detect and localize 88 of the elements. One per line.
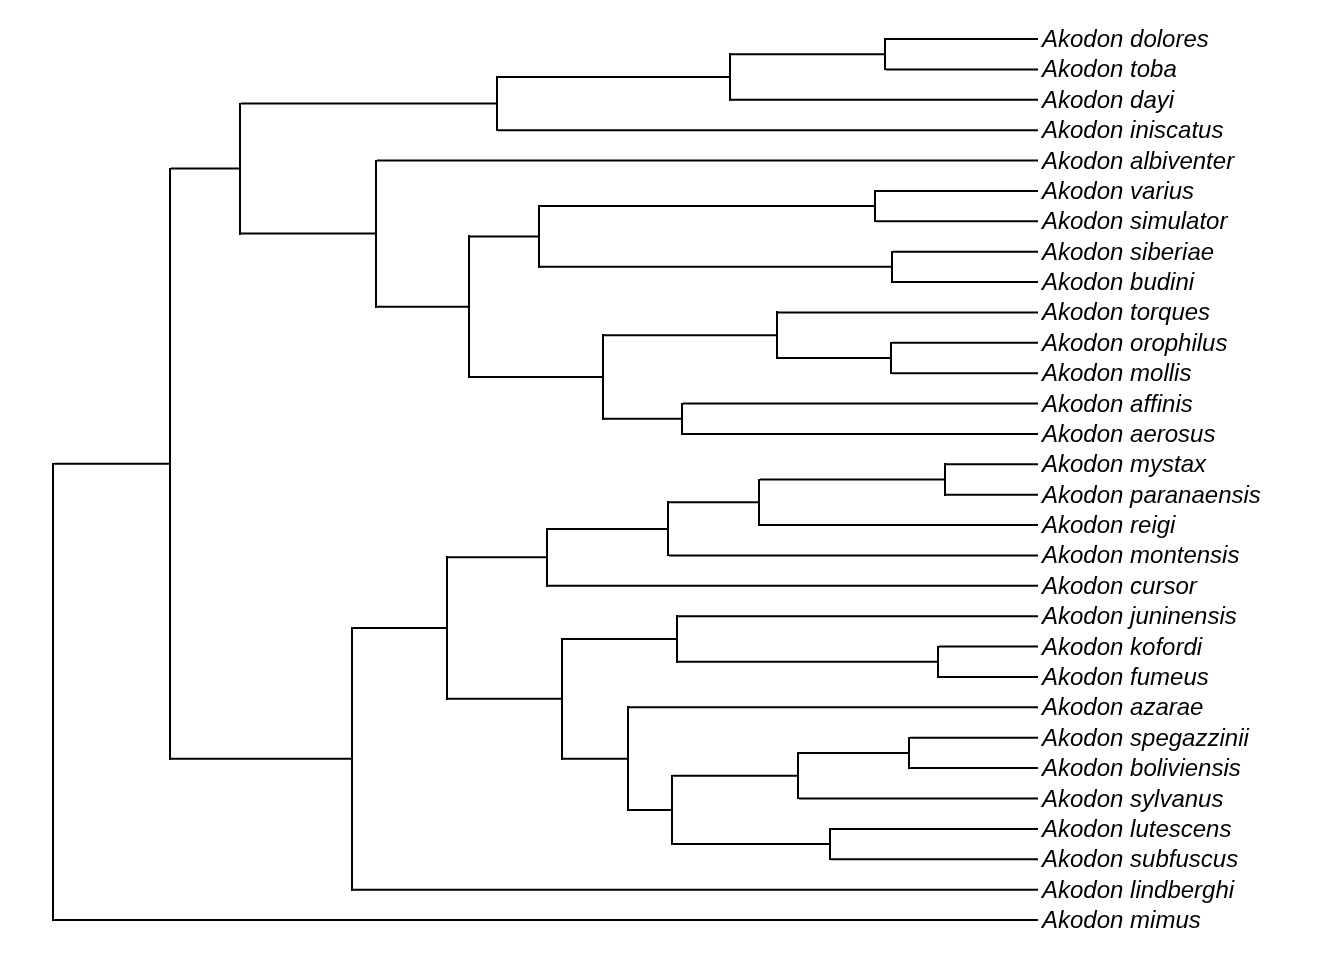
species-label: Akodon montensis: [1038, 541, 1240, 570]
branch-line: [539, 265, 892, 268]
species-label: Akodon affinis: [1038, 389, 1193, 418]
branch-line: [672, 843, 830, 846]
branch-line: [875, 220, 1039, 223]
species-label: Akodon lindberghi: [1038, 875, 1235, 904]
branch-line: [938, 645, 1039, 648]
branch-line: [562, 757, 628, 760]
species-label: Akodon fumeus: [1038, 662, 1209, 691]
species-label: Akodon sylvanus: [1038, 784, 1224, 813]
branch-line: [547, 584, 1039, 587]
species-label: Akodon simulator: [1038, 207, 1228, 236]
species-label: Akodon toba: [1038, 55, 1177, 84]
branch-line: [830, 858, 1039, 861]
branch-line: [672, 774, 798, 777]
branch-line: [53, 462, 170, 465]
branch-line: [240, 232, 376, 235]
branch-line: [539, 205, 875, 208]
branch-line: [945, 463, 1039, 466]
branch-line: [603, 417, 682, 420]
species-label: Akodon budini: [1038, 268, 1195, 297]
branch-line: [798, 797, 1039, 800]
branch-line: [53, 919, 1039, 921]
branch-line: [376, 305, 469, 308]
species-label: Akodon mimus: [1038, 906, 1201, 934]
species-label: Akodon torques: [1038, 298, 1211, 327]
branch-line: [469, 376, 603, 378]
species-label: Akodon kofordi: [1038, 632, 1203, 661]
branch-line: [682, 432, 1039, 435]
branch-line: [562, 638, 677, 640]
species-label: Akodon siberiae: [1038, 237, 1215, 266]
branch-line: [628, 706, 1039, 709]
branch-line: [677, 660, 938, 663]
branch-line: [240, 102, 497, 105]
species-label: Akodon boliviensis: [1038, 754, 1241, 783]
branch-line: [547, 527, 668, 530]
branch-line: [352, 888, 1039, 891]
branch-line: [376, 159, 1039, 162]
species-label: Akodon varius: [1038, 176, 1195, 205]
branch-line: [469, 235, 539, 238]
branch-line: [628, 808, 672, 811]
branch-line: [497, 129, 1039, 132]
branch-line: [777, 311, 1039, 314]
branch-line: [830, 827, 1039, 830]
branch-line: [730, 98, 1039, 101]
branch-line: [777, 357, 891, 359]
branch-line: [891, 372, 1039, 375]
species-label: Akodon aerosus: [1038, 419, 1216, 448]
species-label: Akodon subfuscus: [1038, 845, 1239, 874]
branch-line: [682, 402, 1039, 405]
species-label: Akodon azarae: [1038, 693, 1204, 722]
branch-line: [891, 341, 1039, 344]
branch-line: [759, 478, 945, 481]
species-label: Akodon cursor: [1038, 571, 1197, 600]
branch-line: [759, 524, 1039, 527]
branch-line: [677, 615, 1039, 618]
branch-line: [909, 767, 1039, 770]
branch-line: [603, 334, 777, 337]
branch-line: [798, 751, 909, 754]
branch-line: [945, 493, 1039, 496]
species-label: Akodon lutescens: [1038, 814, 1232, 843]
branch-line: [892, 250, 1039, 253]
branch-line: [875, 189, 1039, 192]
branch-line: [170, 757, 352, 760]
branch-line: [885, 68, 1039, 71]
branch-line: [447, 556, 547, 559]
species-label: Akodon paranaensis: [1038, 480, 1261, 509]
species-label: Akodon spegazzinii: [1038, 723, 1249, 752]
branch-line: [730, 53, 885, 56]
branch-line: [447, 697, 562, 700]
species-label: Akodon iniscatus: [1038, 116, 1224, 145]
species-label: Akodon albiventer: [1038, 146, 1235, 175]
branch-line: [668, 501, 759, 504]
species-label: Akodon juninensis: [1038, 602, 1237, 631]
branch-line: [892, 281, 1039, 284]
branch-line: [909, 736, 1039, 739]
species-label: Akodon mollis: [1038, 359, 1192, 388]
branch-line: [497, 75, 730, 78]
species-label: Akodon reigi: [1038, 511, 1176, 540]
species-label: Akodon dolores: [1038, 25, 1209, 53]
branch-line: [668, 554, 1039, 557]
branch-line: [885, 38, 1039, 40]
species-label: Akodon orophilus: [1038, 328, 1228, 357]
branch-line: [352, 627, 447, 630]
species-label: Akodon mystax: [1038, 450, 1207, 479]
species-label: Akodon dayi: [1038, 85, 1175, 114]
branch-line: [170, 167, 240, 170]
branch-line: [938, 676, 1039, 678]
